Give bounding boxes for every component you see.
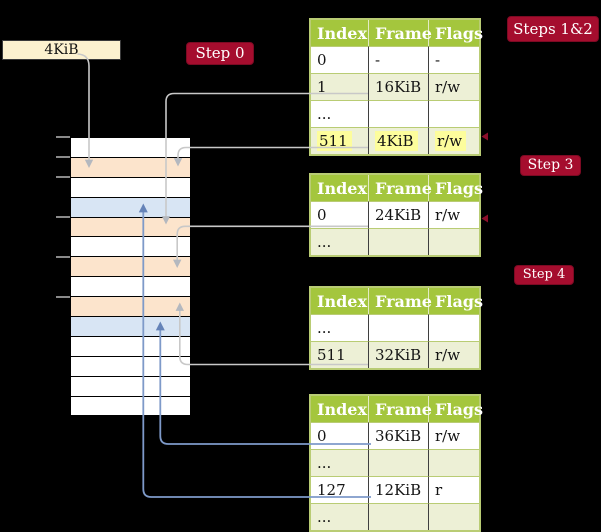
cell-flags: r/w — [429, 341, 479, 368]
table-row: ... — [311, 100, 479, 127]
row-marker-t1-entry511 — [481, 132, 488, 141]
memory-row — [71, 317, 190, 337]
address-tick — [56, 156, 70, 158]
address-tick — [56, 136, 70, 138]
cell-frame — [369, 314, 429, 341]
cell-flags: r/w — [429, 127, 479, 154]
cell-flags — [429, 503, 479, 530]
table-row: 127 12KiB r — [311, 476, 479, 503]
cell-frame — [369, 503, 429, 530]
memory-row — [71, 138, 190, 158]
table-header-row: Index Frame Flags — [311, 396, 483, 422]
cell-index: ... — [311, 503, 369, 530]
cell-frame — [369, 449, 429, 476]
cell-flags — [429, 314, 479, 341]
table-row: 0 24KiB r/w — [311, 201, 479, 228]
cell-index: 511 — [311, 127, 369, 154]
col-header-frame: Frame — [369, 20, 432, 46]
cell-frame: 4KiB — [369, 127, 429, 154]
cell-flags — [429, 449, 479, 476]
physical-memory-strip — [70, 137, 191, 417]
cell-flags — [429, 228, 479, 255]
cell-index: 0 — [311, 201, 369, 228]
badge-steps-1-2: Steps 1&2 — [507, 16, 599, 42]
memory-row — [71, 157, 190, 178]
table-row: ... — [311, 314, 479, 341]
memory-row — [71, 277, 190, 298]
page-table-level2: Index Frame Flags ... 511 32KiB r/w — [309, 286, 483, 370]
table-row: ... — [311, 503, 479, 530]
memory-row — [71, 257, 190, 278]
address-tick — [56, 176, 70, 178]
memory-row — [71, 356, 190, 377]
cell-flags: r — [429, 476, 479, 503]
cell-index: 1 — [311, 73, 369, 100]
memory-row — [71, 396, 190, 416]
col-header-frame: Frame — [369, 288, 432, 314]
col-header-frame: Frame — [369, 396, 432, 422]
cell-frame: 36KiB — [369, 422, 429, 449]
cell-frame: 16KiB — [369, 73, 429, 100]
cell-flags — [429, 100, 479, 127]
cell-frame: 24KiB — [369, 201, 429, 228]
address-tick — [56, 216, 70, 218]
badge-step-4: Step 4 — [514, 265, 574, 285]
cell-index: 127 — [311, 476, 369, 503]
col-header-flags: Flags — [429, 20, 483, 46]
cell-index: ... — [311, 100, 369, 127]
table-row: 1 16KiB r/w — [311, 73, 479, 100]
address-tick — [56, 296, 70, 298]
memory-row — [71, 177, 190, 198]
table-row: 0 36KiB r/w — [311, 422, 479, 449]
cell-frame: 32KiB — [369, 341, 429, 368]
badge-step-3: Step 3 — [520, 155, 581, 176]
table-row-highlighted: 511 4KiB r/w — [311, 127, 479, 154]
row-marker-t2-entry0 — [481, 214, 488, 223]
table-header-row: Index Frame Flags — [311, 288, 483, 314]
table-header-row: Index Frame Flags — [311, 175, 483, 201]
table-row: 0 - - — [311, 46, 479, 73]
col-header-index: Index — [311, 288, 369, 314]
col-header-index: Index — [311, 396, 369, 422]
cell-index: ... — [311, 449, 369, 476]
col-header-flags: Flags — [429, 396, 483, 422]
col-header-frame: Frame — [369, 175, 432, 201]
memory-row — [71, 197, 190, 218]
cell-flags: r/w — [429, 201, 479, 228]
memory-row — [71, 376, 190, 397]
col-header-index: Index — [311, 175, 369, 201]
badge-step-0: Step 0 — [186, 42, 254, 65]
page-table-level3: Index Frame Flags 0 24KiB r/w ... — [309, 173, 483, 257]
cell-index: ... — [311, 314, 369, 341]
cell-frame — [369, 100, 429, 127]
table-row: ... — [311, 228, 479, 255]
col-header-flags: Flags — [429, 175, 483, 201]
cell-frame: 12KiB — [369, 476, 429, 503]
cell-index: 0 — [311, 422, 369, 449]
table-row: ... — [311, 449, 479, 476]
cell-flags: - — [429, 46, 479, 73]
table-row: 511 32KiB r/w — [311, 341, 479, 368]
col-header-flags: Flags — [429, 288, 483, 314]
table-header-row: Index Frame Flags — [311, 20, 483, 46]
cell-index: ... — [311, 228, 369, 255]
memory-row — [71, 336, 190, 357]
memory-row — [71, 237, 190, 258]
memory-row — [71, 297, 190, 318]
address-tick — [56, 256, 70, 258]
page-table-level4: Index Frame Flags 0 - - 1 16KiB r/w ... … — [309, 18, 483, 156]
cell-index: 0 — [311, 46, 369, 73]
highlighted-value: 4KiB — [375, 131, 418, 151]
cell-flags: r/w — [429, 73, 479, 100]
highlighted-value: 511 — [317, 131, 352, 151]
cell-flags: r/w — [429, 422, 479, 449]
memory-row — [71, 217, 190, 238]
cell-frame — [369, 228, 429, 255]
frame-size-label-box: 4KiB — [2, 40, 121, 60]
col-header-index: Index — [311, 20, 369, 46]
highlighted-value: r/w — [435, 131, 467, 151]
cell-index: 511 — [311, 341, 369, 368]
cell-frame: - — [369, 46, 429, 73]
page-table-level1: Index Frame Flags 0 36KiB r/w ... 127 12… — [309, 394, 483, 532]
